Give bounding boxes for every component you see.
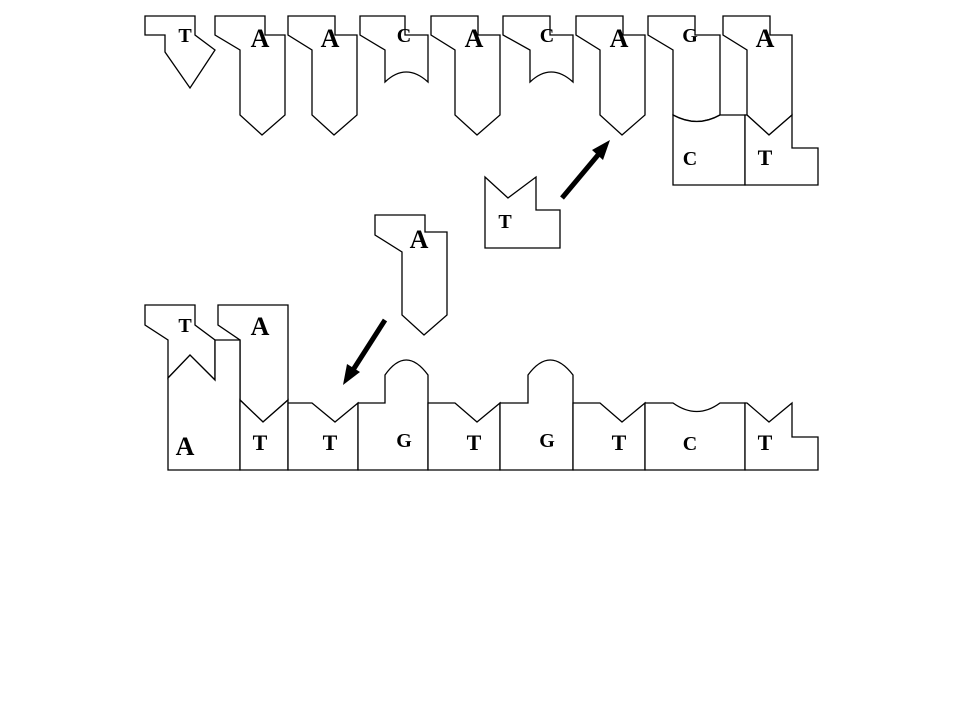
free-nucleotide-t: T [484, 175, 561, 249]
top-base-a-7 [575, 15, 646, 136]
arrow-down-shaft [350, 318, 388, 372]
bottom-paired-t-3-label: T [323, 430, 338, 455]
bottom-base-t-1-label: T [178, 315, 192, 337]
bottom-paired-g-4-label: G [396, 430, 412, 452]
bottom-paired-t-2-label: T [253, 430, 268, 455]
bottom-paired-t-7-label: T [612, 430, 627, 455]
free-t-piece [484, 175, 561, 249]
bottom-paired-a [167, 339, 241, 471]
bottom-strand-template: A T T G T G T C T [167, 339, 819, 471]
top-base-a-5-label: A [465, 24, 484, 53]
arrow-to-bottom-strand [343, 318, 388, 385]
top-base-t-1 [144, 15, 216, 90]
bottom-paired-t-9-label: T [758, 430, 773, 455]
top-base-a-9-label: A [756, 24, 775, 53]
arrow-to-top-strand [560, 140, 610, 200]
top-base-a-3-label: A [321, 24, 340, 53]
free-a-label: A [410, 225, 429, 254]
top-base-c-4 [359, 15, 429, 84]
bottom-base-a-2-label: A [251, 312, 270, 341]
top-base-c-6-label: C [540, 25, 554, 47]
top-base-c-4-label: C [397, 25, 411, 47]
free-a-piece [374, 214, 448, 336]
bottom-paired-a-label: A [176, 432, 195, 461]
bottom-paired-c-8 [644, 402, 746, 471]
arrow-down-head [343, 364, 360, 385]
top-base-c-6 [502, 15, 574, 84]
bottom-paired-t-9 [744, 401, 819, 471]
top-strand-paired: C T [672, 113, 819, 186]
free-nucleotide-a: A [374, 214, 448, 336]
top-base-t-1-label: T [178, 25, 192, 47]
top-base-g-8-label: G [682, 25, 698, 47]
top-base-a-7-label: A [610, 24, 629, 53]
bottom-paired-g-6-label: G [539, 430, 555, 452]
bottom-paired-t-5-label: T [467, 430, 482, 455]
arrow-up-head [592, 140, 610, 160]
free-t-label: T [498, 211, 512, 233]
bottom-paired-t-7 [572, 401, 646, 471]
top-base-a-2 [214, 15, 286, 136]
top-base-a-2-label: A [251, 24, 270, 53]
arrow-up-shaft [560, 153, 600, 200]
top-strand: T A A C A C A G A [144, 15, 793, 136]
top-paired-t [744, 113, 819, 186]
top-base-a-3 [287, 15, 358, 136]
top-paired-c-label: C [683, 148, 697, 170]
top-paired-t-label: T [758, 145, 773, 170]
bottom-paired-g-4 [357, 359, 429, 471]
bottom-paired-g-6 [499, 359, 574, 471]
bottom-strand-new: T A [144, 304, 289, 423]
bottom-paired-t-5 [427, 401, 501, 471]
top-base-a-5 [430, 15, 501, 136]
bottom-paired-c-8-label: C [683, 433, 697, 455]
